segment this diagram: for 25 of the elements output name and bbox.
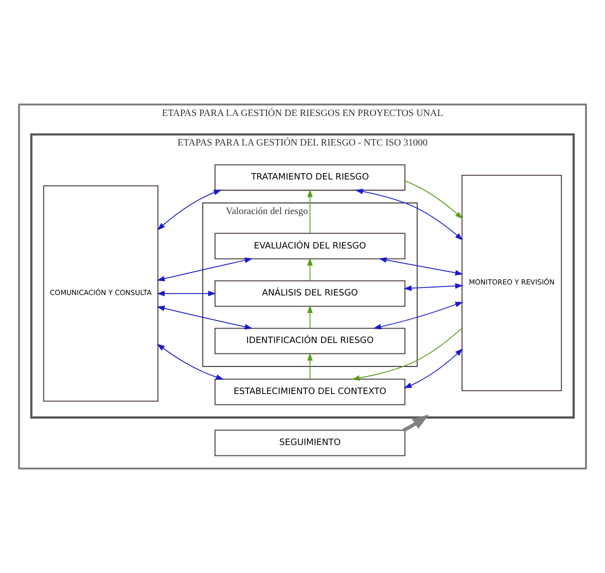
node-box: ANÁLISIS DEL RIESGO <box>214 280 406 307</box>
arrow <box>156 344 224 380</box>
node-box: TRATAMIENTO DEL RIESGO <box>214 164 406 191</box>
arrow <box>404 283 464 291</box>
arrow <box>352 328 462 381</box>
node-box: COMUNICACIÓN Y CONSULTA <box>43 185 158 402</box>
node-box: IDENTIFICACIÓN DEL RIESGO <box>214 328 406 354</box>
node-box: ESTABLECIMIENTO DEL CONTEXTO <box>214 378 406 406</box>
arrow <box>404 348 463 388</box>
arrow <box>156 290 216 296</box>
node-box: EVALUACIÓN DEL RIESGO <box>214 232 406 260</box>
arrow <box>156 258 253 282</box>
arrow <box>402 414 430 432</box>
arrow <box>307 305 313 328</box>
arrow <box>156 306 253 330</box>
arrow <box>307 189 313 234</box>
node-box: SEGUIMIENTO <box>214 430 406 456</box>
arrow <box>307 258 313 281</box>
arrow <box>157 190 222 230</box>
arrow <box>307 352 313 380</box>
arrow <box>355 188 463 240</box>
node-box: MONITOREO Y REVISIÓN <box>462 174 562 392</box>
arrow <box>378 257 464 276</box>
arrow <box>373 302 464 330</box>
arrow <box>404 180 463 220</box>
